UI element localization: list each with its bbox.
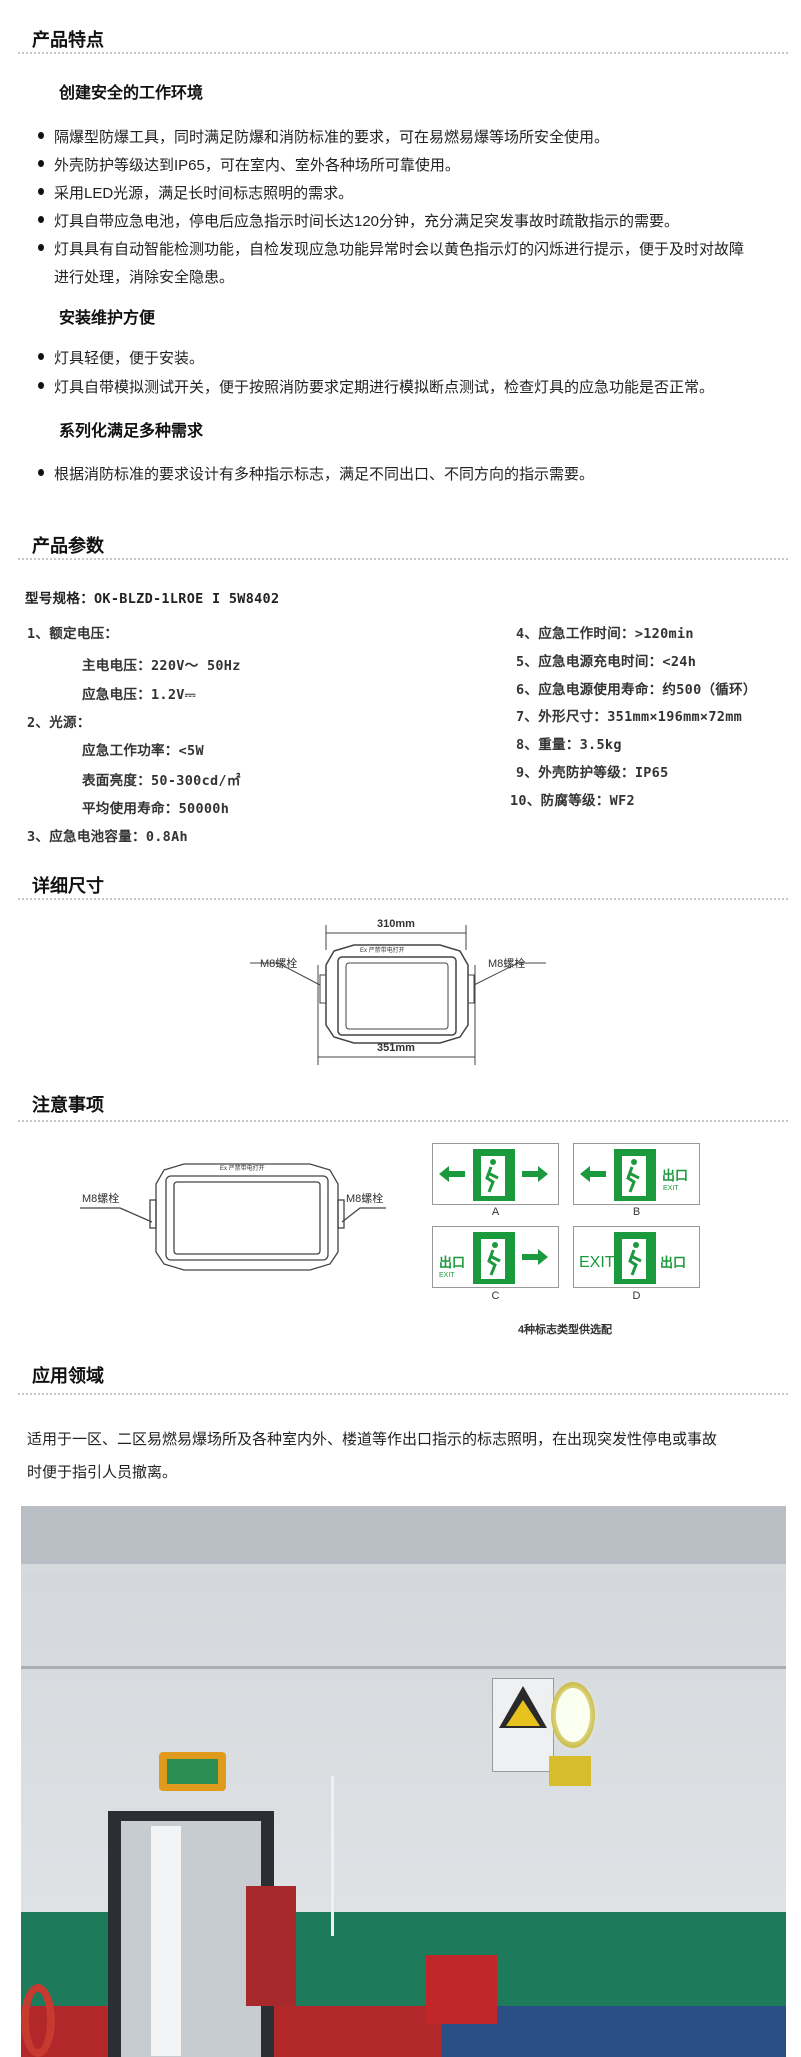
param-row: 8、重量：3.5kg (516, 737, 622, 753)
param-row: 主电电压：220V～ 50Hz (82, 658, 241, 674)
param-row: 7、外形尺寸：351mm×196mm×72mm (516, 709, 743, 725)
list-item: 灯具轻便，便于安装。 (54, 350, 205, 367)
bullet-icon (38, 244, 44, 251)
param-row: 平均使用寿命：50000h (82, 801, 230, 817)
exit-sign-b: 出口 EXIT (573, 1143, 700, 1205)
sign-label: D (632, 1290, 641, 1302)
param-row: 应急工作功率：<5W (82, 743, 204, 759)
section-title-dimensions: 详细尺寸 (32, 876, 104, 896)
param-row: 3、应急电池容量：0.8Ah (27, 829, 188, 845)
feature-group-heading: 创建安全的工作环境 (59, 85, 204, 102)
application-photo (21, 1506, 786, 2057)
exit-cn-text: 出口 (439, 1255, 465, 1270)
list-item: 外壳防护等级达到IP65，可在室内、室外各种场所可靠使用。 (54, 157, 460, 174)
divider (18, 1393, 788, 1395)
list-item: 灯具具有自动智能检测功能，自检发现应急功能异常时会以黄色指示灯的闪烁进行提示，便… (54, 241, 745, 258)
exit-cn-text: 出口 (660, 1255, 686, 1270)
feature-group-heading: 系列化满足多种需求 (59, 423, 204, 440)
section-title-features: 产品特点 (32, 30, 104, 50)
param-row: 应急电压：1.2V⎓ (82, 687, 196, 703)
bullet-icon (38, 188, 44, 195)
lamp-diagram: Ex 严禁带电打开 (80, 1163, 386, 1271)
param-row: 表面亮度：50-300cd/㎡ (82, 773, 241, 789)
exit-sign-graphic (439, 1149, 548, 1201)
bolt-label-left: M8螺栓 (82, 1193, 120, 1205)
list-item: 隔爆型防爆工具，同时满足防爆和消防标准的要求，可在易燃易爆等场所安全使用。 (54, 129, 610, 146)
exit-en-text: EXIT (663, 1185, 679, 1192)
feature-group-heading: 安装维护方便 (59, 310, 156, 327)
inner-width-label: 310mm (377, 918, 415, 930)
sign-label: C (491, 1290, 500, 1302)
bullet-icon (38, 216, 44, 223)
exit-cn-text: 出口 (662, 1168, 688, 1183)
application-text: 适用于一区、二区易燃易爆场所及各种室内外、楼道等作出口指示的标志照明，在出现突发… (27, 1431, 718, 1448)
exit-light-in-photo (159, 1752, 226, 1791)
bolt-label-right: M8螺栓 (346, 1193, 384, 1205)
list-item-continuation: 进行处理，消除安全隐患。 (54, 269, 235, 286)
exit-sign-d: EXIT 出口 (573, 1226, 700, 1288)
param-row: 6、应急电源使用寿命：约500（循环） (516, 682, 757, 698)
lamp-warning-label: Ex 严禁带电打开 (360, 946, 405, 954)
exit-en-text: EXIT (579, 1254, 615, 1271)
bolt-label-right: M8螺栓 (488, 958, 526, 970)
outer-width-label: 351mm (377, 1042, 415, 1054)
exit-sign-graphic: EXIT 出口 (579, 1232, 686, 1284)
lamp-warning-label: Ex 严禁带电打开 (220, 1164, 265, 1172)
divider (18, 52, 788, 54)
param-row: 10、防腐等级：WF2 (510, 793, 635, 809)
model-spec: 型号规格：OK-BLZD-1LROE I 5W8402 (25, 591, 280, 607)
param-row: 5、应急电源充电时间：<24h (516, 654, 697, 670)
exit-sign-a (432, 1143, 559, 1205)
section-title-application: 应用领域 (32, 1366, 104, 1386)
param-row: 2、光源： (27, 715, 91, 731)
section-title-params: 产品参数 (32, 536, 104, 556)
divider (18, 1120, 788, 1122)
bullet-icon (38, 132, 44, 139)
exit-sign-graphic: 出口 EXIT (439, 1232, 548, 1284)
divider (18, 558, 788, 560)
bolt-label-left: M8螺栓 (260, 958, 298, 970)
list-item: 灯具自带模拟测试开关，便于按照消防要求定期进行模拟断点测试，检查灯具的应急功能是… (54, 379, 715, 396)
exit-en-text: EXIT (439, 1272, 455, 1279)
sign-label: A (491, 1206, 500, 1218)
param-row: 9、外壳防护等级：IP65 (516, 765, 669, 781)
exit-sign-c: 出口 EXIT (432, 1226, 559, 1288)
list-item: 灯具自带应急电池，停电后应急指示时间长达120分钟，充分满足突发事故时疏散指示的… (54, 213, 680, 230)
application-text: 时便于指引人员撤离。 (27, 1464, 178, 1481)
section-title-notes: 注意事项 (32, 1095, 104, 1115)
exit-sign-graphic: 出口 EXIT (580, 1149, 688, 1201)
sign-label: B (632, 1206, 641, 1218)
divider (18, 898, 788, 900)
bullet-icon (38, 353, 44, 360)
dimension-diagram: Ex 严禁带电打开 (250, 925, 546, 1065)
param-row: 1、额定电压： (27, 626, 119, 642)
list-item: 根据消防标准的要求设计有多种指示标志，满足不同出口、不同方向的指示需要。 (54, 466, 595, 483)
bullet-icon (38, 382, 44, 389)
list-item: 采用LED光源，满足长时间标志照明的需求。 (54, 185, 354, 202)
bullet-icon (38, 160, 44, 167)
bullet-icon (38, 469, 44, 476)
signs-caption: 4种标志类型供选配 (517, 1324, 613, 1336)
param-row: 4、应急工作时间：>120min (516, 626, 694, 642)
